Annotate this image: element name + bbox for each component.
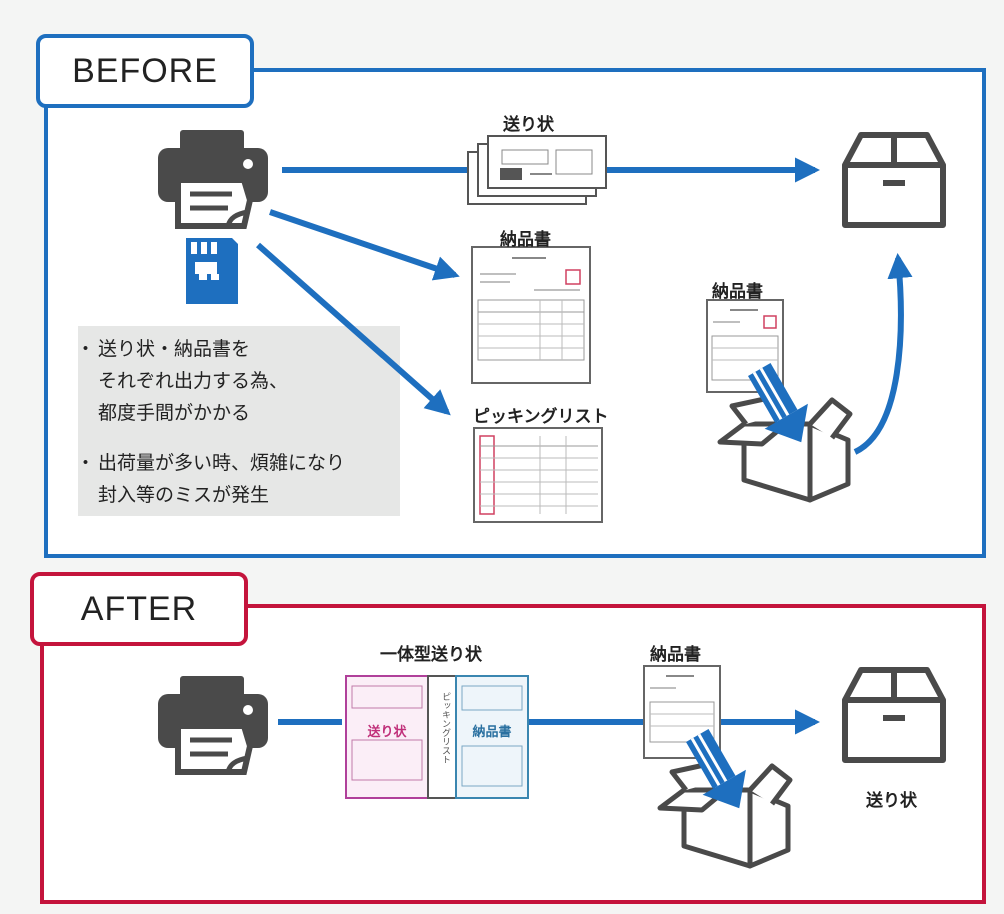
before-tag: BEFORE xyxy=(36,34,254,108)
before-note-box xyxy=(78,326,400,516)
integrated-invoice-form xyxy=(345,675,529,799)
label-delivery-note-box: 納品書 xyxy=(712,282,763,302)
note-1-line-3: 都度手間がかかる xyxy=(98,402,251,424)
invoice-stack-icon xyxy=(467,135,607,205)
note-2-line-2: 封入等のミスが発生 xyxy=(98,484,270,506)
label-invoice-after: 送り状 xyxy=(866,791,917,811)
label-invoice: 送り状 xyxy=(503,115,554,135)
label-delivery-note: 納品書 xyxy=(500,230,551,250)
printer-icon-after xyxy=(158,676,268,775)
label-picking-list: ピッキングリスト xyxy=(473,407,609,427)
open-box-icon xyxy=(717,393,853,503)
form-section-delivery: 納品書 xyxy=(472,724,511,740)
delivery-note-document xyxy=(471,246,591,384)
box-closed-icon-after xyxy=(842,667,946,763)
note-2-line-1: 出荷量が多い時、煩雑になり xyxy=(98,452,346,474)
form-section-invoice: 送り状 xyxy=(366,724,407,740)
label-delivery-note-after: 納品書 xyxy=(650,645,701,665)
printer-icon xyxy=(158,130,268,229)
after-tag: AFTER xyxy=(30,572,248,646)
note-bullet-1: ・ xyxy=(76,338,96,360)
label-integrated-invoice: 一体型送り状 xyxy=(380,645,482,665)
note-bullet-2: ・ xyxy=(76,452,96,474)
note-1-line-1: 送り状・納品書を xyxy=(98,338,251,360)
box-closed-icon xyxy=(842,132,946,228)
insert-arrow-icon-after xyxy=(686,729,746,809)
picking-list-document xyxy=(473,427,603,523)
note-1-line-2: それぞれ出力する為、 xyxy=(98,370,289,392)
form-section-picking: ピッキングリスト xyxy=(440,692,451,764)
insert-arrow-icon xyxy=(748,363,808,443)
sd-card-icon xyxy=(186,238,238,304)
